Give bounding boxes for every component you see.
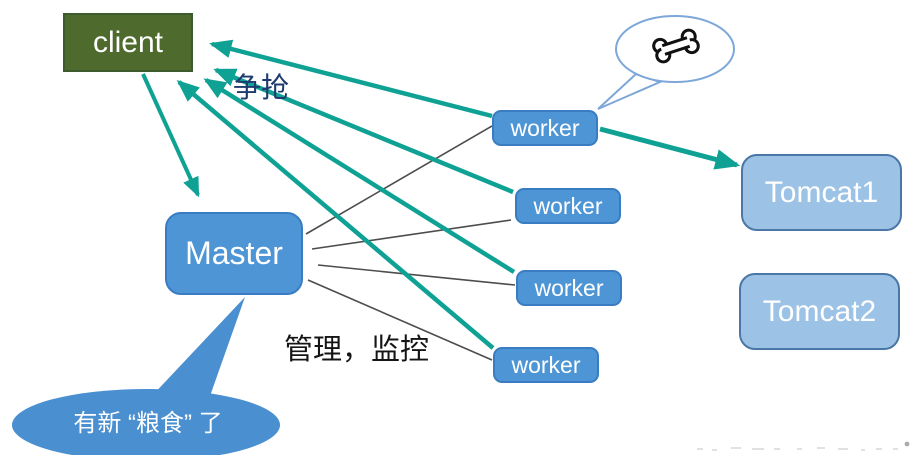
worker-node-3: worker [516, 270, 622, 306]
food-bubble [12, 297, 280, 455]
tomcat1-node: Tomcat1 [741, 154, 902, 231]
arrow-worker3-client [203, 78, 516, 274]
arrow-worker4-client [176, 80, 495, 350]
manage-monitor-annotation: 管理，监控 [284, 334, 430, 366]
contend-arrows [141, 39, 741, 350]
line-master-worker3 [317, 264, 516, 286]
food-bubble-tail [150, 297, 245, 398]
line-master-worker4 [307, 279, 493, 361]
worker-node-4: worker [493, 347, 599, 383]
bone-bubble [597, 15, 735, 110]
arrow-worker2-client [213, 67, 514, 195]
master-label: Master [185, 235, 283, 271]
worker-label: worker [534, 274, 604, 301]
line-master-worker1 [305, 125, 493, 235]
tomcat2-label: Tomcat2 [762, 294, 877, 328]
worker-label: worker [533, 192, 603, 219]
client-label: client [92, 25, 164, 59]
client-node: client [63, 13, 193, 72]
bone-icon [652, 28, 700, 64]
worker-node-2: worker [515, 188, 621, 224]
line-master-worker2 [311, 219, 512, 250]
worker-label: worker [510, 114, 580, 141]
tomcat1-label: Tomcat1 [764, 175, 879, 209]
tomcat2-node: Tomcat2 [739, 273, 900, 350]
arrow-worker1-tomcat1 [599, 126, 741, 170]
arrow-worker1-client [209, 39, 493, 119]
contend-annotation: 争抢 [233, 72, 290, 103]
new-food-bubble-text: 有新 “粮食” 了 [73, 410, 223, 437]
worker-node-1: worker [492, 110, 598, 146]
worker-label: worker [511, 351, 581, 378]
master-node: Master [165, 212, 303, 295]
arrow-client-master [141, 73, 200, 198]
watermark-remnant [697, 441, 910, 451]
food-bubble-body [12, 389, 280, 455]
